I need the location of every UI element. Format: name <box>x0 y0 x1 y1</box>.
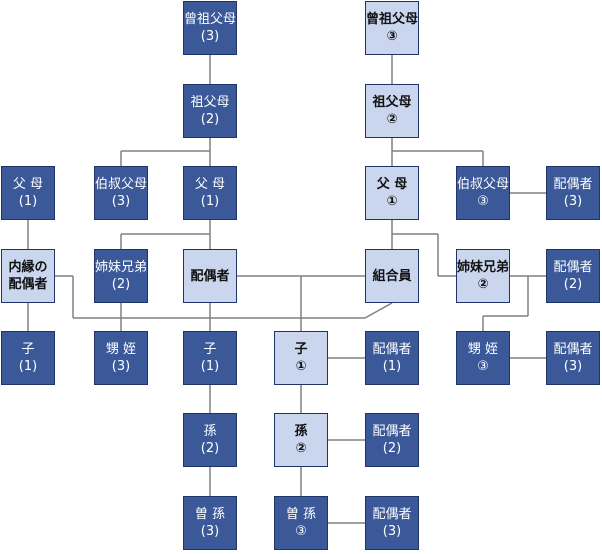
node-siblings-spouse: 姉妹兄弟(2) <box>94 249 148 303</box>
node-aunt-uncle-member-spouse: 配偶者(3) <box>546 166 600 220</box>
node-nephew-niece-spouse: 甥 姪(3) <box>94 331 148 385</box>
node-siblings-member-spouse: 配偶者(2) <box>546 249 600 303</box>
node-parents-cohab: 父 母(1) <box>1 166 55 220</box>
node-parents-spouse: 父 母(1) <box>183 166 237 220</box>
node-member: 組合員 <box>365 249 419 303</box>
node-grandparents-spouse: 祖父母(2) <box>183 84 237 138</box>
node-child-member-spouse: 配偶者(1) <box>365 331 419 385</box>
node-child-spouse: 子(1) <box>183 331 237 385</box>
node-grandchild-spouse: 孫(2) <box>183 413 237 467</box>
node-common-law-spouse: 内縁の配偶者 <box>1 249 55 303</box>
node-great-grandchild-member-spouse: 配偶者(3) <box>365 496 419 550</box>
node-nephew-niece-member-spouse: 配偶者(3) <box>546 331 600 385</box>
node-aunt-uncle-spouse: 伯叔父母(3) <box>94 166 148 220</box>
node-child-cohab: 子(1) <box>1 331 55 385</box>
node-great-grandchild-spouse: 曽 孫(3) <box>183 496 237 550</box>
node-great-grandparents-spouse: 曾祖父母(3) <box>183 1 237 55</box>
node-spouse: 配偶者 <box>183 249 237 303</box>
node-grandchild-member-spouse: 配偶者(2) <box>365 413 419 467</box>
